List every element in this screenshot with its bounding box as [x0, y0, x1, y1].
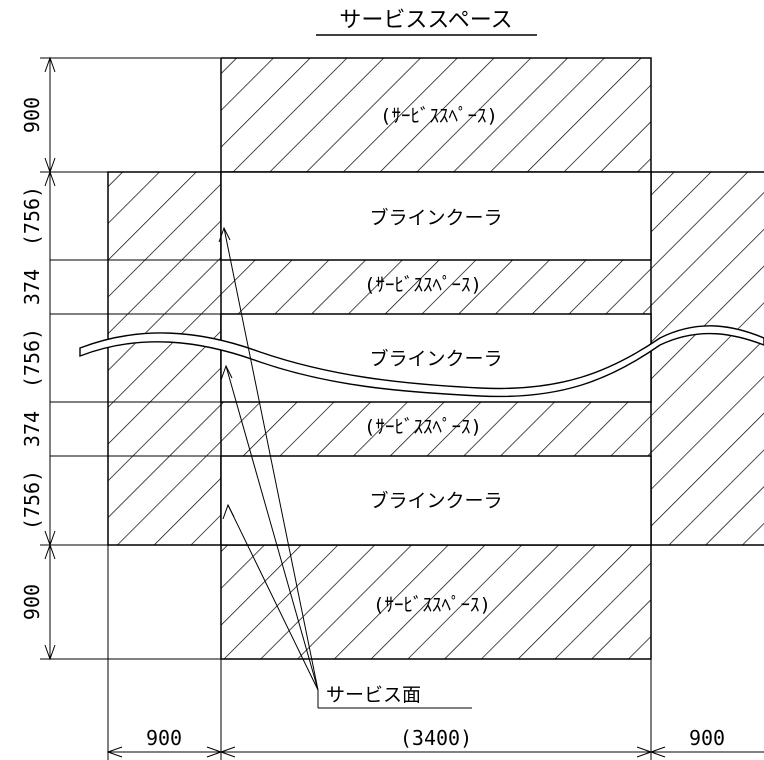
horizontal-dimension-text: 900 [146, 726, 182, 750]
horizontal-dimension-text: (3400) [400, 726, 472, 750]
service-space-label-gap-1: (ｻｰﾋﾞｽｽﾍﾟｰｽ) [364, 274, 482, 296]
vertical-dimension-text: (756) [20, 328, 44, 388]
break-line [79, 325, 764, 398]
service-face-leaders [218, 226, 472, 709]
service-space-gap-2 [221, 402, 651, 456]
vertical-dimension-text: 900 [20, 97, 44, 133]
unit-label-1: ブラインクーラ [369, 206, 502, 229]
vertical-dimension-text: 374 [20, 411, 44, 447]
service-space-label-top: (ｻｰﾋﾞｽｽﾍﾟｰｽ) [380, 105, 498, 127]
service-space-left [108, 172, 221, 545]
service-space-right [651, 172, 764, 545]
vertical-dimension-text: 374 [20, 269, 44, 305]
service-face-label: サービス面 [326, 684, 421, 706]
blyncooler-units [220, 171, 652, 546]
vertical-dimension-line [40, 56, 221, 661]
vertical-dimension-text: (756) [20, 470, 44, 530]
horizontal-dimension-labels: 900 (3400) 900 [146, 726, 725, 750]
horizontal-dimension-text: 900 [689, 726, 725, 750]
vertical-dimension-labels: 900 (756) 374 (756) 374 (756) 900 [20, 97, 44, 620]
service-space-top [221, 58, 651, 172]
page-title: サービススペース [339, 8, 512, 33]
unit-label-3: ブラインクーラ [369, 489, 502, 512]
service-space-label-bottom: (ｻｰﾋﾞｽｽﾍﾟｰｽ) [373, 594, 491, 616]
unit-box-1 [220, 171, 652, 261]
vertical-dimension-text: (756) [20, 186, 44, 246]
service-space-label-gap-2: (ｻｰﾋﾞｽｽﾍﾟｰｽ) [364, 416, 482, 438]
service-space-gap-1 [221, 260, 651, 314]
unit-label-2: ブラインクーラ [369, 347, 502, 370]
unit-box-3 [220, 455, 652, 546]
horizontal-dimension-line [106, 545, 764, 760]
vertical-dimension-text: 900 [20, 584, 44, 620]
